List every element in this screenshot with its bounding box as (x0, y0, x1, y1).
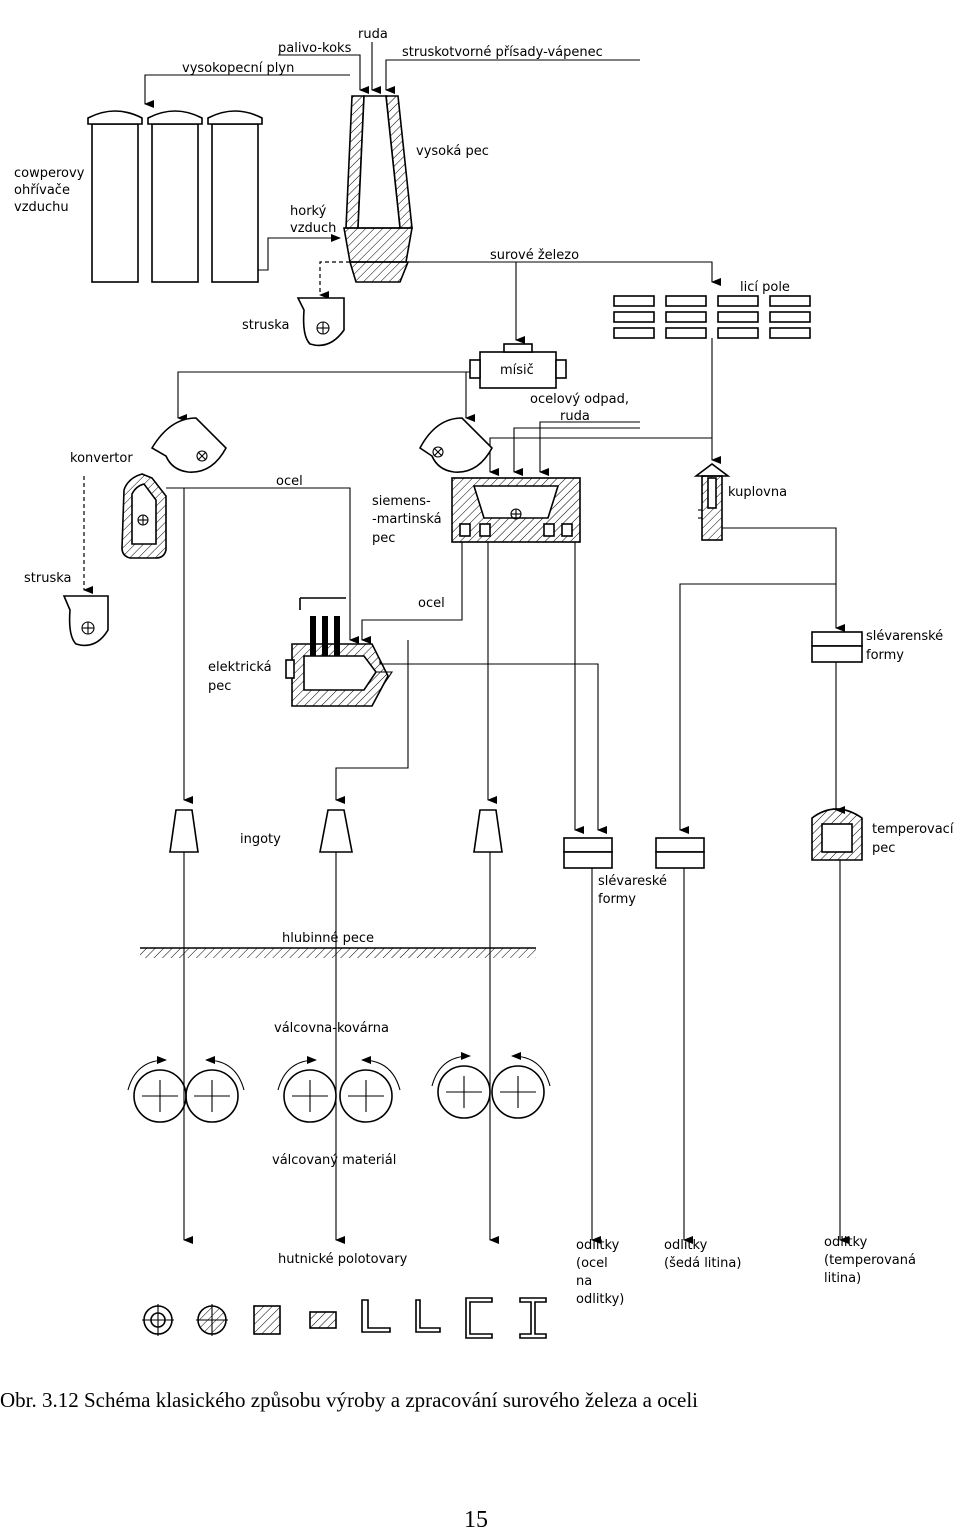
soaking-pits (140, 947, 536, 958)
label-hlubinne-pece: hlubinné pece (282, 931, 374, 946)
product-profiles (142, 1297, 547, 1339)
roll-pair-3 (431, 1052, 551, 1119)
label-temperovaci-2: pec (872, 841, 895, 856)
label-odlitky-ocel-4: odlitky) (576, 1292, 624, 1307)
converter-ladle (150, 417, 227, 473)
label-elektricka-2: pec (208, 679, 231, 694)
label-horky-1: horký (290, 204, 327, 219)
scrap-feed-lines (489, 338, 721, 476)
label-misic: mísič (500, 363, 534, 378)
label-ocel-1: ocel (276, 474, 303, 489)
label-odlitky-ocel-1: odlitky (576, 1238, 620, 1253)
cupola (679, 463, 845, 834)
label-struska-top: struska (242, 318, 290, 333)
label-ocel-2: ocel (418, 596, 445, 611)
label-siemens-1: siemens- (372, 494, 431, 509)
figure-caption: Obr. 3.12 Schéma klasického způsobu výro… (0, 1388, 699, 1412)
converter (83, 473, 359, 644)
label-odpad-2: ruda (560, 409, 590, 424)
process-diagram: ruda palivo-koks vysokopecní plyn strusk… (14, 27, 954, 1339)
label-struska-left: struska (24, 571, 72, 586)
label-odlitky-temp-1: odlitky (824, 1235, 868, 1250)
label-valcovna: válcovna-kovárna (274, 1021, 389, 1036)
label-ingoty: ingoty (240, 832, 281, 847)
casting-field (613, 295, 811, 339)
label-slevareske-2: formy (598, 892, 636, 907)
label-cowper-2: ohřívače (14, 183, 70, 198)
label-struskotvorne: struskotvorné přísady-vápenec (402, 45, 603, 60)
foundry-molds-middle (563, 837, 705, 1244)
label-siemens-3: pec (372, 531, 395, 546)
label-odlitky-temp-3: litina) (824, 1271, 861, 1286)
foundry-molds-right (811, 631, 863, 814)
diagram-labels: ruda palivo-koks vysokopecní plyn strusk… (14, 27, 954, 1307)
tempering-furnace (811, 808, 863, 1244)
slag-ladle-left (62, 595, 109, 647)
label-konvertor: konvertor (70, 451, 133, 466)
label-surove-zelezo: surové železo (490, 248, 579, 263)
label-valcovany: válcovaný materiál (272, 1153, 396, 1168)
slag-ladle-top (296, 297, 345, 347)
label-odpad-1: ocelový odpad, (530, 392, 629, 407)
roll-pair-2 (277, 1056, 401, 1123)
label-lici-pole: licí pole (740, 280, 790, 295)
mixer (177, 343, 567, 422)
label-odlitky-seda-2: (šedá litina) (664, 1256, 741, 1271)
blast-furnace (319, 95, 721, 344)
label-slevarenske-1: slévarenské (866, 629, 943, 644)
label-kuplovna: kuplovna (728, 485, 787, 500)
label-odlitky-ocel-2: (ocel (576, 1256, 608, 1271)
label-ruda-top: ruda (358, 27, 388, 42)
label-palivo-koks: palivo-koks (278, 41, 352, 56)
top-inputs (144, 42, 640, 108)
label-slevarenske-2: formy (866, 648, 904, 663)
label-horky-2: vzduch (290, 221, 336, 236)
roll-pair-1 (127, 1056, 245, 1123)
page-number: 15 (464, 1507, 488, 1533)
label-cowper-1: cowperovy (14, 166, 85, 181)
label-cowper-3: vzduchu (14, 200, 69, 215)
label-odlitky-seda-1: odlitky (664, 1238, 708, 1253)
label-elektricka-1: elektrická (208, 660, 272, 675)
rolling-mills (127, 1052, 551, 1123)
electric-furnace (285, 597, 607, 834)
cowper-heaters (87, 110, 341, 283)
label-odlitky-ocel-3: na (576, 1274, 592, 1289)
label-vysokopecni-plyn: vysokopecní plyn (182, 61, 294, 76)
label-temperovaci-1: temperovací (872, 822, 954, 837)
siemens-martin-furnace (361, 477, 584, 834)
sm-ladle (418, 417, 493, 473)
label-odlitky-temp-2: (temperovaná (824, 1253, 916, 1268)
label-hutnicke: hutnické polotovary (278, 1252, 408, 1267)
label-vysoka-pec: vysoká pec (416, 144, 489, 159)
label-siemens-2: -martinská (372, 512, 442, 527)
ingots (169, 488, 503, 1244)
label-slevareske-1: slévareské (598, 874, 667, 889)
